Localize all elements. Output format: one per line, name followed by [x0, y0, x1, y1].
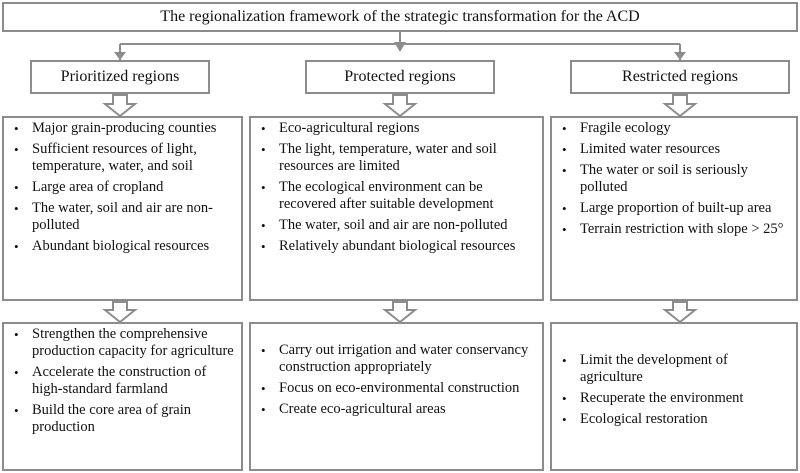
list-item: Build the core area of grain production — [14, 402, 237, 436]
list-item: Focus on eco-environmental construction — [261, 380, 538, 397]
list-item: Sufficient resources of light, temperatu… — [14, 141, 237, 175]
region-prioritized: Prioritized regions — [30, 60, 210, 94]
list-item: Strengthen the comprehensive production … — [14, 326, 237, 360]
block-arrow-1a — [102, 94, 138, 118]
list-item: Fragile ecology — [562, 120, 792, 137]
block-arrow-3b — [662, 301, 698, 324]
arrowhead-left — [114, 52, 126, 60]
list-item: The water, soil and air are non-polluted — [14, 200, 237, 234]
characteristics-restricted: Fragile ecology Limited water resources … — [550, 116, 798, 301]
list-item: The ecological environment can be recove… — [261, 179, 538, 213]
list-item: Limit the development of agriculture — [562, 352, 792, 386]
list-item: Create eco-agricultural areas — [261, 401, 538, 418]
list-item: The light, temperature, water and soil r… — [261, 141, 538, 175]
list-item: Terrain restriction with slope > 25° — [562, 221, 792, 238]
list-item: Ecological restoration — [562, 411, 792, 428]
list-item: Accelerate the construction of high-stan… — [14, 364, 237, 398]
block-arrow-1b — [102, 301, 138, 324]
region-restricted: Restricted regions — [570, 60, 790, 94]
block-arrow-3a — [662, 94, 698, 118]
list-item: Large proportion of built-up area — [562, 200, 792, 217]
list-item: Limited water resources — [562, 141, 792, 158]
list-item: Major grain-producing counties — [14, 120, 237, 137]
list-item: Abundant biological resources — [14, 238, 237, 255]
list-item: Carry out irrigation and water conservan… — [261, 342, 538, 376]
measures-restricted: Limit the development of agriculture Rec… — [550, 322, 798, 471]
framework-title: The regionalization framework of the str… — [2, 2, 798, 32]
list-item: Eco-agricultural regions — [261, 120, 538, 137]
list-item: The water, soil and air are non-polluted — [261, 217, 538, 234]
arrowhead-center — [394, 42, 406, 52]
characteristics-protected: Eco-agricultural regions The light, temp… — [249, 116, 544, 301]
block-arrow-2b — [382, 301, 418, 324]
list-item: Large area of cropland — [14, 179, 237, 196]
arrowhead-right — [674, 52, 686, 60]
list-item: Recuperate the environment — [562, 390, 792, 407]
block-arrow-2a — [382, 94, 418, 118]
measures-prioritized: Strengthen the comprehensive production … — [2, 322, 243, 471]
list-item: Relatively abundant biological resources — [261, 238, 538, 255]
region-protected: Protected regions — [305, 60, 495, 94]
list-item: The water or soil is seriously polluted — [562, 162, 792, 196]
characteristics-prioritized: Major grain-producing counties Sufficien… — [2, 116, 243, 301]
measures-protected: Carry out irrigation and water conservan… — [249, 322, 544, 471]
